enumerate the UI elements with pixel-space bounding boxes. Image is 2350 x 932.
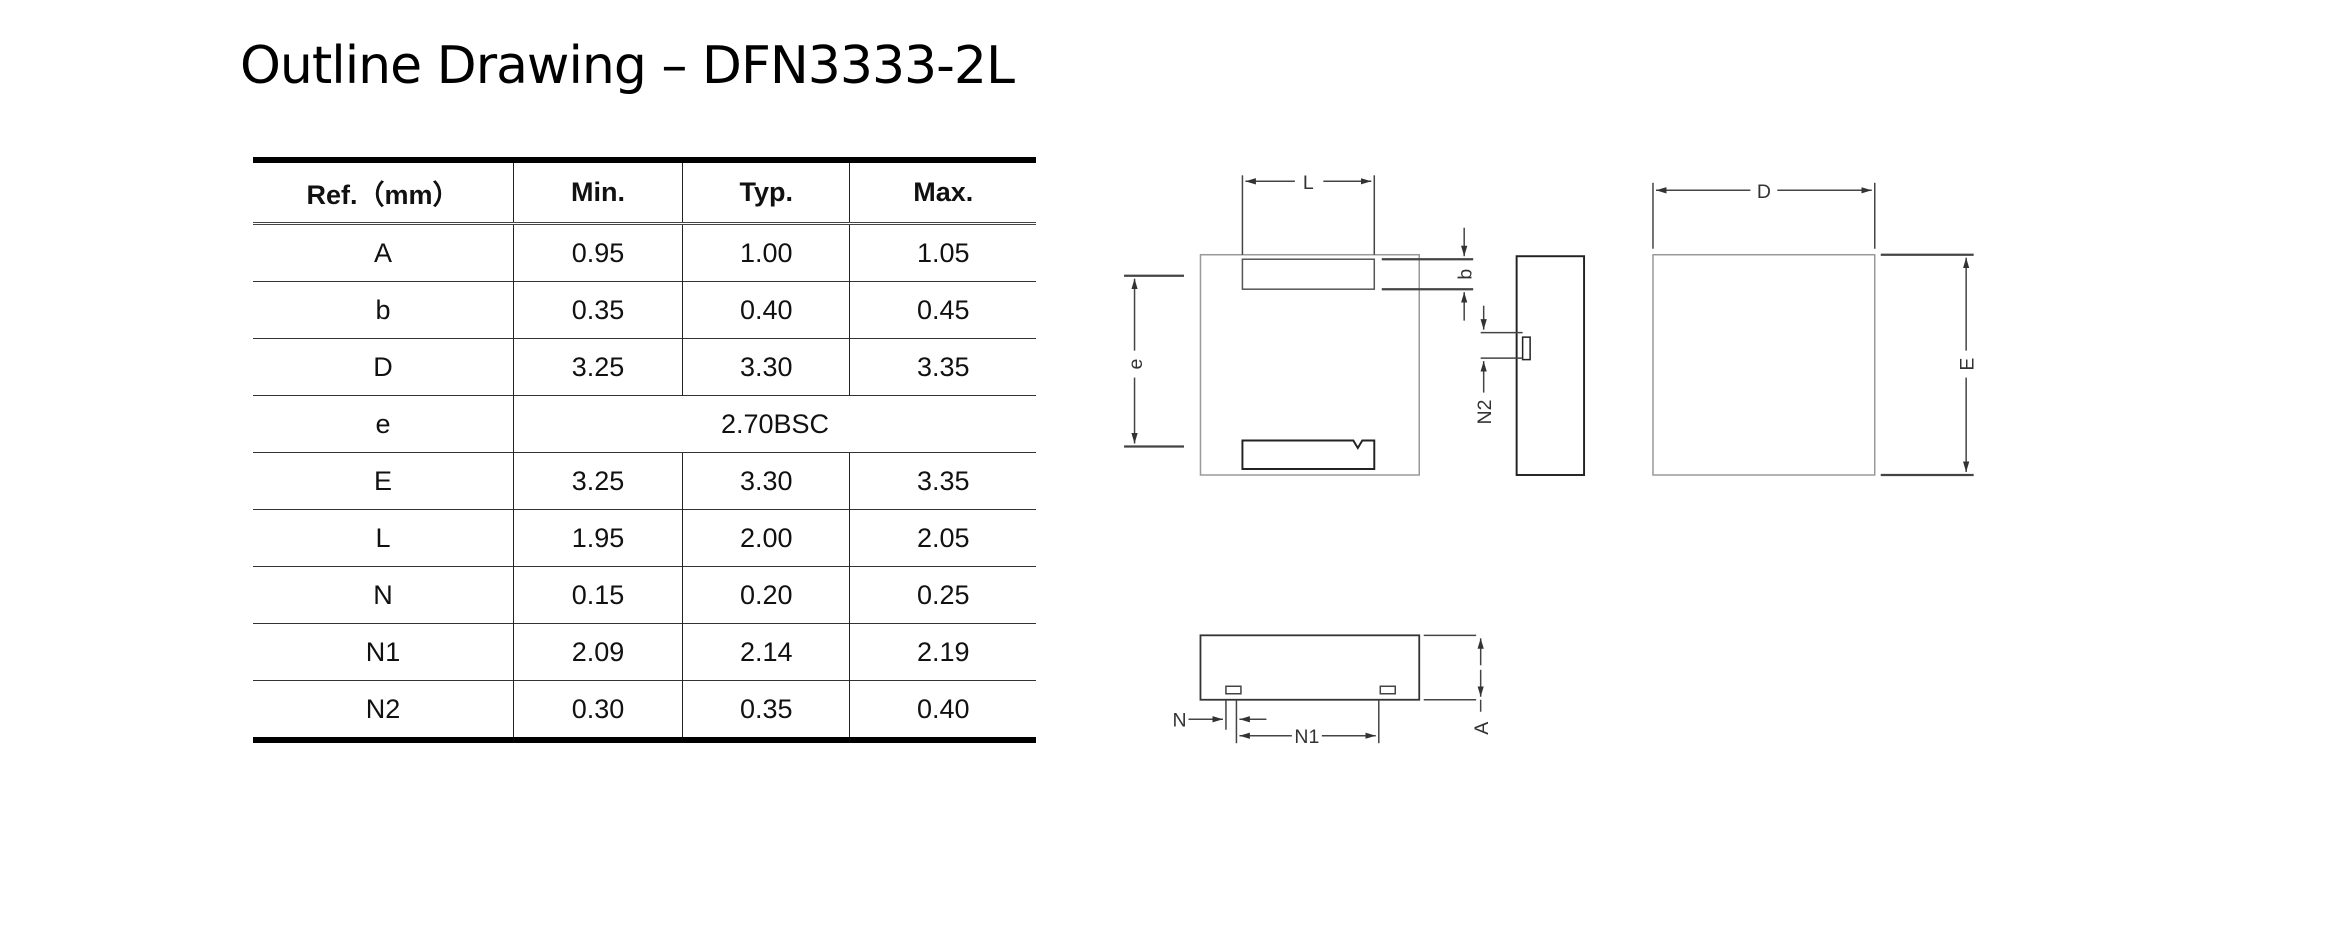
- min-cell: 2.09: [513, 623, 683, 681]
- header-typ: Typ.: [681, 160, 850, 224]
- header-ref: Ref.（mm）: [306, 180, 460, 210]
- ref-cell: N1: [253, 623, 514, 681]
- page-title: Outline Drawing – DFN3333-2L: [240, 36, 1015, 96]
- min-cell: 0.30: [513, 680, 683, 740]
- label-N2: N2: [1474, 400, 1496, 425]
- min-cell: 0.15: [513, 566, 683, 624]
- typ-cell: 0.35: [681, 680, 850, 740]
- typ-cell: 0.20: [681, 566, 850, 624]
- header-max: Max.: [849, 160, 1036, 224]
- max-cell: 3.35: [849, 452, 1036, 510]
- label-A: A: [1471, 722, 1493, 735]
- ref-cell: b: [253, 281, 514, 339]
- bsc-cell: 2.70BSC: [513, 395, 1036, 453]
- typ-cell: 3.30: [681, 452, 850, 510]
- min-cell: 1.95: [513, 509, 683, 567]
- max-cell: 1.05: [849, 222, 1036, 282]
- ref-cell: N: [253, 566, 514, 624]
- table-header-row: Ref.（mm） Min. Typ. Max.: [253, 160, 1036, 224]
- label-e: e: [1125, 359, 1147, 370]
- max-cell: 2.05: [849, 509, 1036, 567]
- typ-cell: 3.30: [681, 338, 850, 396]
- end-view: [1652, 182, 1974, 477]
- bottom-view: [1188, 634, 1484, 744]
- min-cell: 3.25: [513, 338, 683, 396]
- label-E: E: [1957, 358, 1979, 371]
- max-cell: 0.40: [849, 680, 1036, 740]
- min-cell: 0.35: [513, 281, 683, 339]
- header-min: Min.: [513, 160, 683, 224]
- ref-cell: A: [253, 222, 514, 282]
- label-N1: N1: [1294, 726, 1319, 748]
- top-view: [1124, 175, 1474, 476]
- label-L: L: [1303, 172, 1314, 194]
- label-D: D: [1757, 181, 1771, 203]
- typ-cell: 2.00: [681, 509, 850, 567]
- label-b: b: [1455, 269, 1477, 280]
- ref-cell: e: [253, 395, 514, 453]
- min-cell: 0.95: [513, 222, 683, 282]
- ref-cell: L: [253, 509, 514, 567]
- max-cell: 0.45: [849, 281, 1036, 339]
- ref-cell: E: [253, 452, 514, 510]
- max-cell: 3.35: [849, 338, 1036, 396]
- max-cell: 0.25: [849, 566, 1036, 624]
- side-view: [1480, 255, 1586, 476]
- typ-cell: 2.14: [681, 623, 850, 681]
- min-cell: 3.25: [513, 452, 683, 510]
- label-N: N: [1172, 710, 1186, 732]
- ref-cell: N2: [253, 680, 514, 740]
- max-cell: 2.19: [849, 623, 1036, 681]
- ref-cell: D: [253, 338, 514, 396]
- typ-cell: 0.40: [681, 281, 850, 339]
- typ-cell: 1.00: [681, 222, 850, 282]
